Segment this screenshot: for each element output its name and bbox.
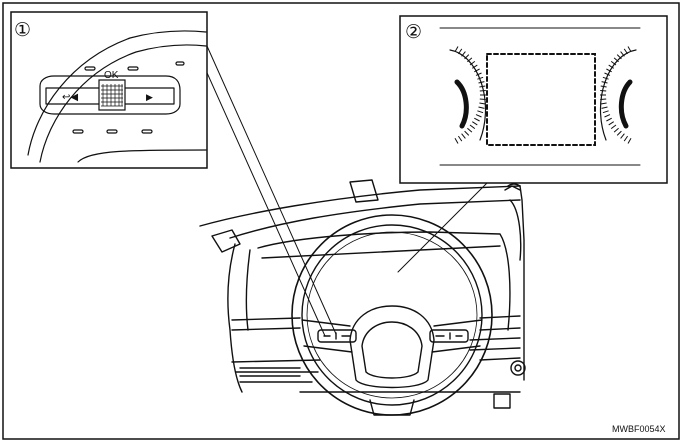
gauge-ticks: [454, 46, 632, 144]
right-button-glyph: ▶: [146, 92, 153, 102]
dashboard-drawing: [199, 179, 526, 409]
callout-1-number: ①: [14, 20, 31, 41]
callout-1-panel: [10, 11, 208, 169]
leader-lines: [194, 45, 489, 337]
callout-2-panel: [399, 15, 668, 184]
figure-code: MWBF0054X: [612, 424, 666, 434]
ok-label: OK: [104, 70, 119, 81]
ok-center-button: [98, 79, 126, 111]
callout-2-number: ②: [405, 22, 422, 43]
back-left-button-glyph: ↩◀: [62, 92, 78, 103]
steering-wheel: [291, 214, 493, 416]
